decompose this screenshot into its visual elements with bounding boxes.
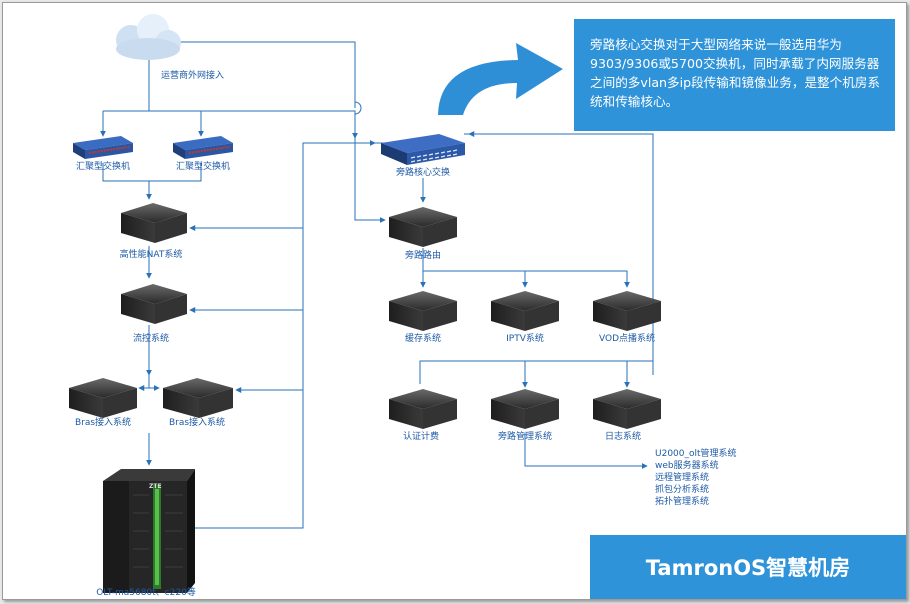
cache-label: 缓存系统: [404, 334, 442, 344]
bras-left-label: Bras接入系统: [74, 418, 132, 428]
bras-right-label: Bras接入系统: [168, 418, 226, 428]
router-server-icon: [389, 207, 457, 247]
router-label: 旁路路由: [404, 251, 442, 261]
vod-label: VOD点播系统: [598, 334, 656, 344]
agg-switch-left-label: 汇聚型交换机: [75, 162, 131, 172]
log-server-icon: [593, 389, 661, 429]
iptv-label: IPTV系统: [506, 334, 544, 344]
bypass-mgmt-server-icon: [491, 389, 559, 429]
nat-server-icon: [121, 203, 187, 243]
mgmt-item: 抓包分析系统: [655, 485, 710, 495]
connection-lines: [69, 14, 661, 593]
iptv-server-icon: [491, 291, 559, 331]
log-label: 日志系统: [604, 432, 642, 442]
brand-banner: TamronOS智慧机房: [590, 535, 906, 599]
callout-box: 旁路核心交换对于大型网络来说一般选用华为9303/9306或5700交换机，同时…: [574, 19, 895, 131]
cloud-label: 运营商外网接入: [161, 71, 225, 81]
cache-server-icon: [389, 291, 457, 331]
olt-badge: ZTE: [149, 483, 162, 490]
auth-label: 认证计费: [402, 432, 440, 442]
callout-text: 旁路核心交换对于大型网络来说一般选用华为9303/9306或5700交换机，同时…: [590, 37, 881, 109]
core-switch-label: 旁路核心交换: [395, 168, 451, 178]
cloud-icon: [116, 14, 181, 60]
mgmt-item: U2000_olt管理系统: [655, 449, 737, 459]
olt-label: OLT-ma5680t、c220等: [96, 588, 196, 598]
flow-server-icon: [121, 284, 187, 324]
mgmt-item: 拓扑管理系统: [655, 497, 710, 507]
mgmt-item: 远程管理系统: [655, 473, 710, 483]
olt-rack-icon: [103, 469, 195, 593]
nat-label: 高性能NAT系统: [119, 250, 183, 260]
bypass-mgmt-label: 旁路管理系统: [497, 432, 553, 442]
agg-switch-right-icon: [173, 136, 233, 159]
agg-switch-left-icon: [73, 136, 133, 159]
brand-title: TamronOS智慧机房: [645, 556, 851, 580]
auth-server-icon: [389, 389, 457, 429]
mgmt-item: web服务器系统: [655, 461, 719, 471]
mgmt-systems-list: U2000_olt管理系统 web服务器系统 远程管理系统 抓包分析系统 拓扑管…: [655, 448, 737, 508]
agg-switch-right-label: 汇聚型交换机: [175, 162, 231, 172]
callout-arrow: [438, 43, 563, 115]
bras-left-server-icon: [69, 378, 137, 418]
vod-server-icon: [593, 291, 661, 331]
core-switch-icon: [381, 134, 465, 165]
flow-label: 流控系统: [132, 334, 170, 344]
bras-right-server-icon: [163, 378, 233, 418]
